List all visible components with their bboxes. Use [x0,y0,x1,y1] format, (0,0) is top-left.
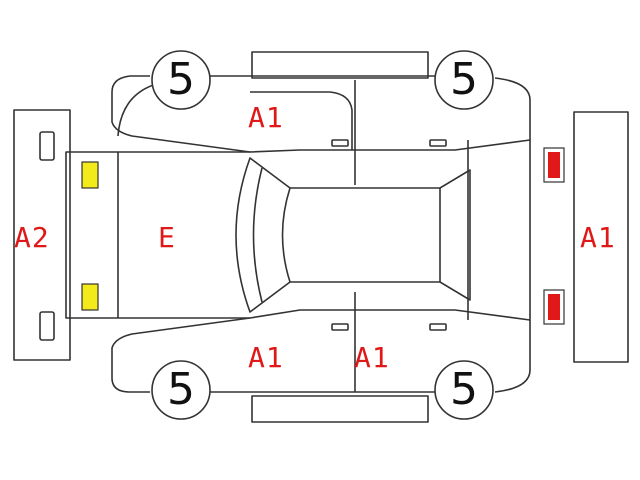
headlight-bottom [81,283,99,311]
damage-label-rear-bumper: A1 [580,221,616,254]
front-bumper-panel [13,109,71,361]
tire-label-front-bottom: 5 [167,364,195,415]
taillight-bottom-fill [548,294,560,320]
top-side-strip [251,51,429,79]
front-bumper-vent-bottom [39,311,55,341]
damage-label-bottom-front-door: A1 [248,341,284,374]
tire-rear-bottom [434,360,494,420]
windshield [235,157,291,313]
tire-front-top [151,50,211,110]
damage-label-left-door: A1 [248,101,284,134]
tire-rear-top [434,50,494,110]
rear-window [439,169,471,301]
damage-label-front-bumper: A2 [14,221,50,254]
headlight-top [81,161,99,189]
rear-bumper-panel [573,111,629,363]
taillight-top-fill [548,152,560,178]
bottom-side-strip [251,395,429,423]
damage-label-hood: E [158,221,176,254]
tire-front-bottom [151,360,211,420]
tire-label-rear-top: 5 [450,54,478,105]
top-side-profile [111,75,531,153]
damage-label-bottom-rear-door: A1 [354,341,390,374]
bottom-side-profile [111,317,531,393]
tire-label-front-top: 5 [167,54,195,105]
tire-label-rear-bottom: 5 [450,364,478,415]
car-body-outline [65,139,531,321]
roof-panel [290,169,471,301]
front-bumper-vent-top [39,131,55,161]
